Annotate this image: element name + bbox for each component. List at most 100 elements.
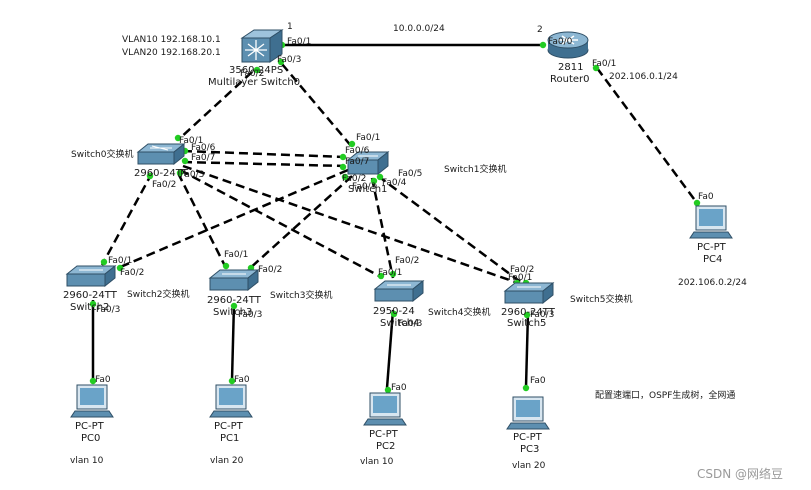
port-label: Fa0 — [95, 375, 111, 385]
port-dot — [390, 310, 398, 318]
port-label: Fa0/2 — [258, 265, 282, 275]
port-dot — [116, 264, 124, 272]
sw3-name-label: Switch3 — [213, 307, 252, 318]
sw2-caption: Switch2交换机 — [127, 288, 189, 300]
switch-icon[interactable] — [346, 150, 390, 176]
pc2-type-label: PC-PT — [369, 429, 399, 440]
port-label: Fa0/1 — [378, 268, 402, 278]
pc3-type-label: PC-PT — [513, 432, 543, 443]
port-dot — [253, 66, 261, 74]
pc2-vlan-label: vlan 10 — [360, 457, 394, 467]
port-dot — [89, 377, 97, 385]
switch-icon[interactable] — [503, 281, 555, 305]
port-dot — [523, 311, 531, 319]
port-label: Fa0/7 — [191, 153, 215, 163]
router-model-label: 2811 — [558, 62, 583, 73]
port-label: Fa0/3 — [352, 182, 376, 192]
switch-icon[interactable] — [208, 268, 260, 292]
port-label: Fa0/2 — [395, 256, 419, 266]
pc-icon[interactable] — [506, 396, 550, 430]
port-label: Fa0/6 — [191, 143, 216, 153]
links — [91, 43, 699, 389]
pc1-type-label: PC-PT — [214, 421, 244, 432]
port-label: Fa0 — [530, 376, 546, 386]
sw0-caption: Switch0交换机 — [71, 148, 133, 160]
port-dot — [228, 377, 236, 385]
sw1-name-label: Switch1 — [348, 184, 387, 195]
pc-icon[interactable] — [70, 384, 114, 418]
pc-icon[interactable] — [689, 205, 733, 239]
sw5-name-label: Switch5 — [507, 318, 546, 329]
port-label: Fa0/1 — [108, 256, 132, 266]
vlan-note: VLAN10 192.168.10.1 VLAN20 192.168.20.1 — [122, 35, 221, 58]
port-dot — [370, 177, 378, 185]
port-dot — [89, 300, 97, 308]
sw3-caption: Switch3交换机 — [270, 289, 332, 301]
port-label: Fa0/2 — [240, 69, 264, 79]
link-sw1-sw3 — [247, 175, 353, 271]
multilayer-switch-icon[interactable] — [240, 29, 284, 63]
link-sw0-sw5 — [182, 164, 519, 285]
switch-icon[interactable] — [373, 279, 425, 303]
switch-icon[interactable] — [65, 264, 117, 288]
sw3-model-label: 2960-24TT — [207, 295, 262, 306]
port-label: Fa0/1 — [224, 250, 248, 260]
port-label: Fa0 — [698, 192, 714, 202]
port-dot — [222, 262, 230, 270]
pc3-vlan-label: vlan 20 — [512, 461, 546, 471]
port-dot — [341, 173, 349, 181]
port-dot — [377, 272, 385, 280]
link-sw5-pc3 — [524, 311, 530, 388]
port-label: Fa0/1 — [179, 136, 203, 146]
link-number-2: 2 — [537, 25, 543, 35]
pc3-name-label: PC3 — [520, 444, 539, 455]
port-dot — [592, 64, 600, 72]
sw2-model-label: 2960-24TT — [63, 290, 118, 301]
port-label: Fa0/5 — [398, 169, 422, 179]
port-dot — [376, 173, 384, 181]
port-dot — [384, 386, 392, 394]
port-dot — [176, 169, 184, 177]
pc-icon[interactable] — [209, 384, 253, 418]
port-dot — [181, 157, 189, 165]
pc0-type-label: PC-PT — [75, 421, 105, 432]
pc4-name-label: PC4 — [703, 254, 722, 265]
port-label: Fa0/1 — [356, 133, 380, 143]
port-label: Fa0/0 — [548, 37, 573, 47]
link-router-pc4 — [595, 67, 699, 204]
sw1-caption: Switch1交换机 — [444, 163, 506, 175]
sw4-name-label: Switch4 — [380, 318, 419, 329]
pc4-ip-label: 202.106.0.2/24 — [678, 278, 747, 288]
pc-icon[interactable] — [363, 392, 407, 426]
router-icon[interactable] — [547, 31, 589, 59]
port-dots — [89, 41, 701, 394]
pc0-vlan-label: vlan 10 — [70, 456, 104, 466]
switch-icon[interactable] — [136, 142, 186, 166]
port-label: Fa0/7 — [345, 157, 369, 167]
vlan10-ip-label: VLAN10 192.168.10.1 — [122, 35, 221, 45]
port-label: Fa0 — [234, 375, 250, 385]
port-label: Fa0/3 — [180, 170, 204, 180]
port-dot — [693, 199, 701, 207]
port-label: Fa0/4 — [382, 178, 407, 188]
port-label: Fa0/1 — [508, 273, 532, 283]
link-sw0-sw3 — [176, 172, 228, 269]
pc1-vlan-label: vlan 20 — [210, 456, 244, 466]
sw5-model-label: 2960-24TT — [501, 307, 556, 318]
port-label: Fa0/3 — [238, 310, 262, 320]
link-ms-sw0 — [177, 71, 253, 141]
port-label: Fa0/2 — [120, 268, 144, 278]
vlan20-ip-label: VLAN20 192.168.20.1 — [122, 48, 221, 58]
port-dot — [230, 302, 238, 310]
port-dot — [348, 140, 356, 148]
link-sw0-sw4 — [179, 168, 384, 280]
router-lan-label: 202.106.0.1/24 — [609, 72, 678, 82]
port-dot — [539, 41, 547, 49]
port-label: Fa0/1 — [592, 59, 616, 69]
link-sw1-sw4 — [370, 177, 395, 279]
port-label: Fa0/2 — [342, 174, 366, 184]
link-ms-sw1 — [281, 63, 353, 148]
port-dot — [522, 384, 530, 392]
port-label: Fa0/6 — [345, 146, 370, 156]
port-label: Fa0/1 — [287, 37, 311, 47]
